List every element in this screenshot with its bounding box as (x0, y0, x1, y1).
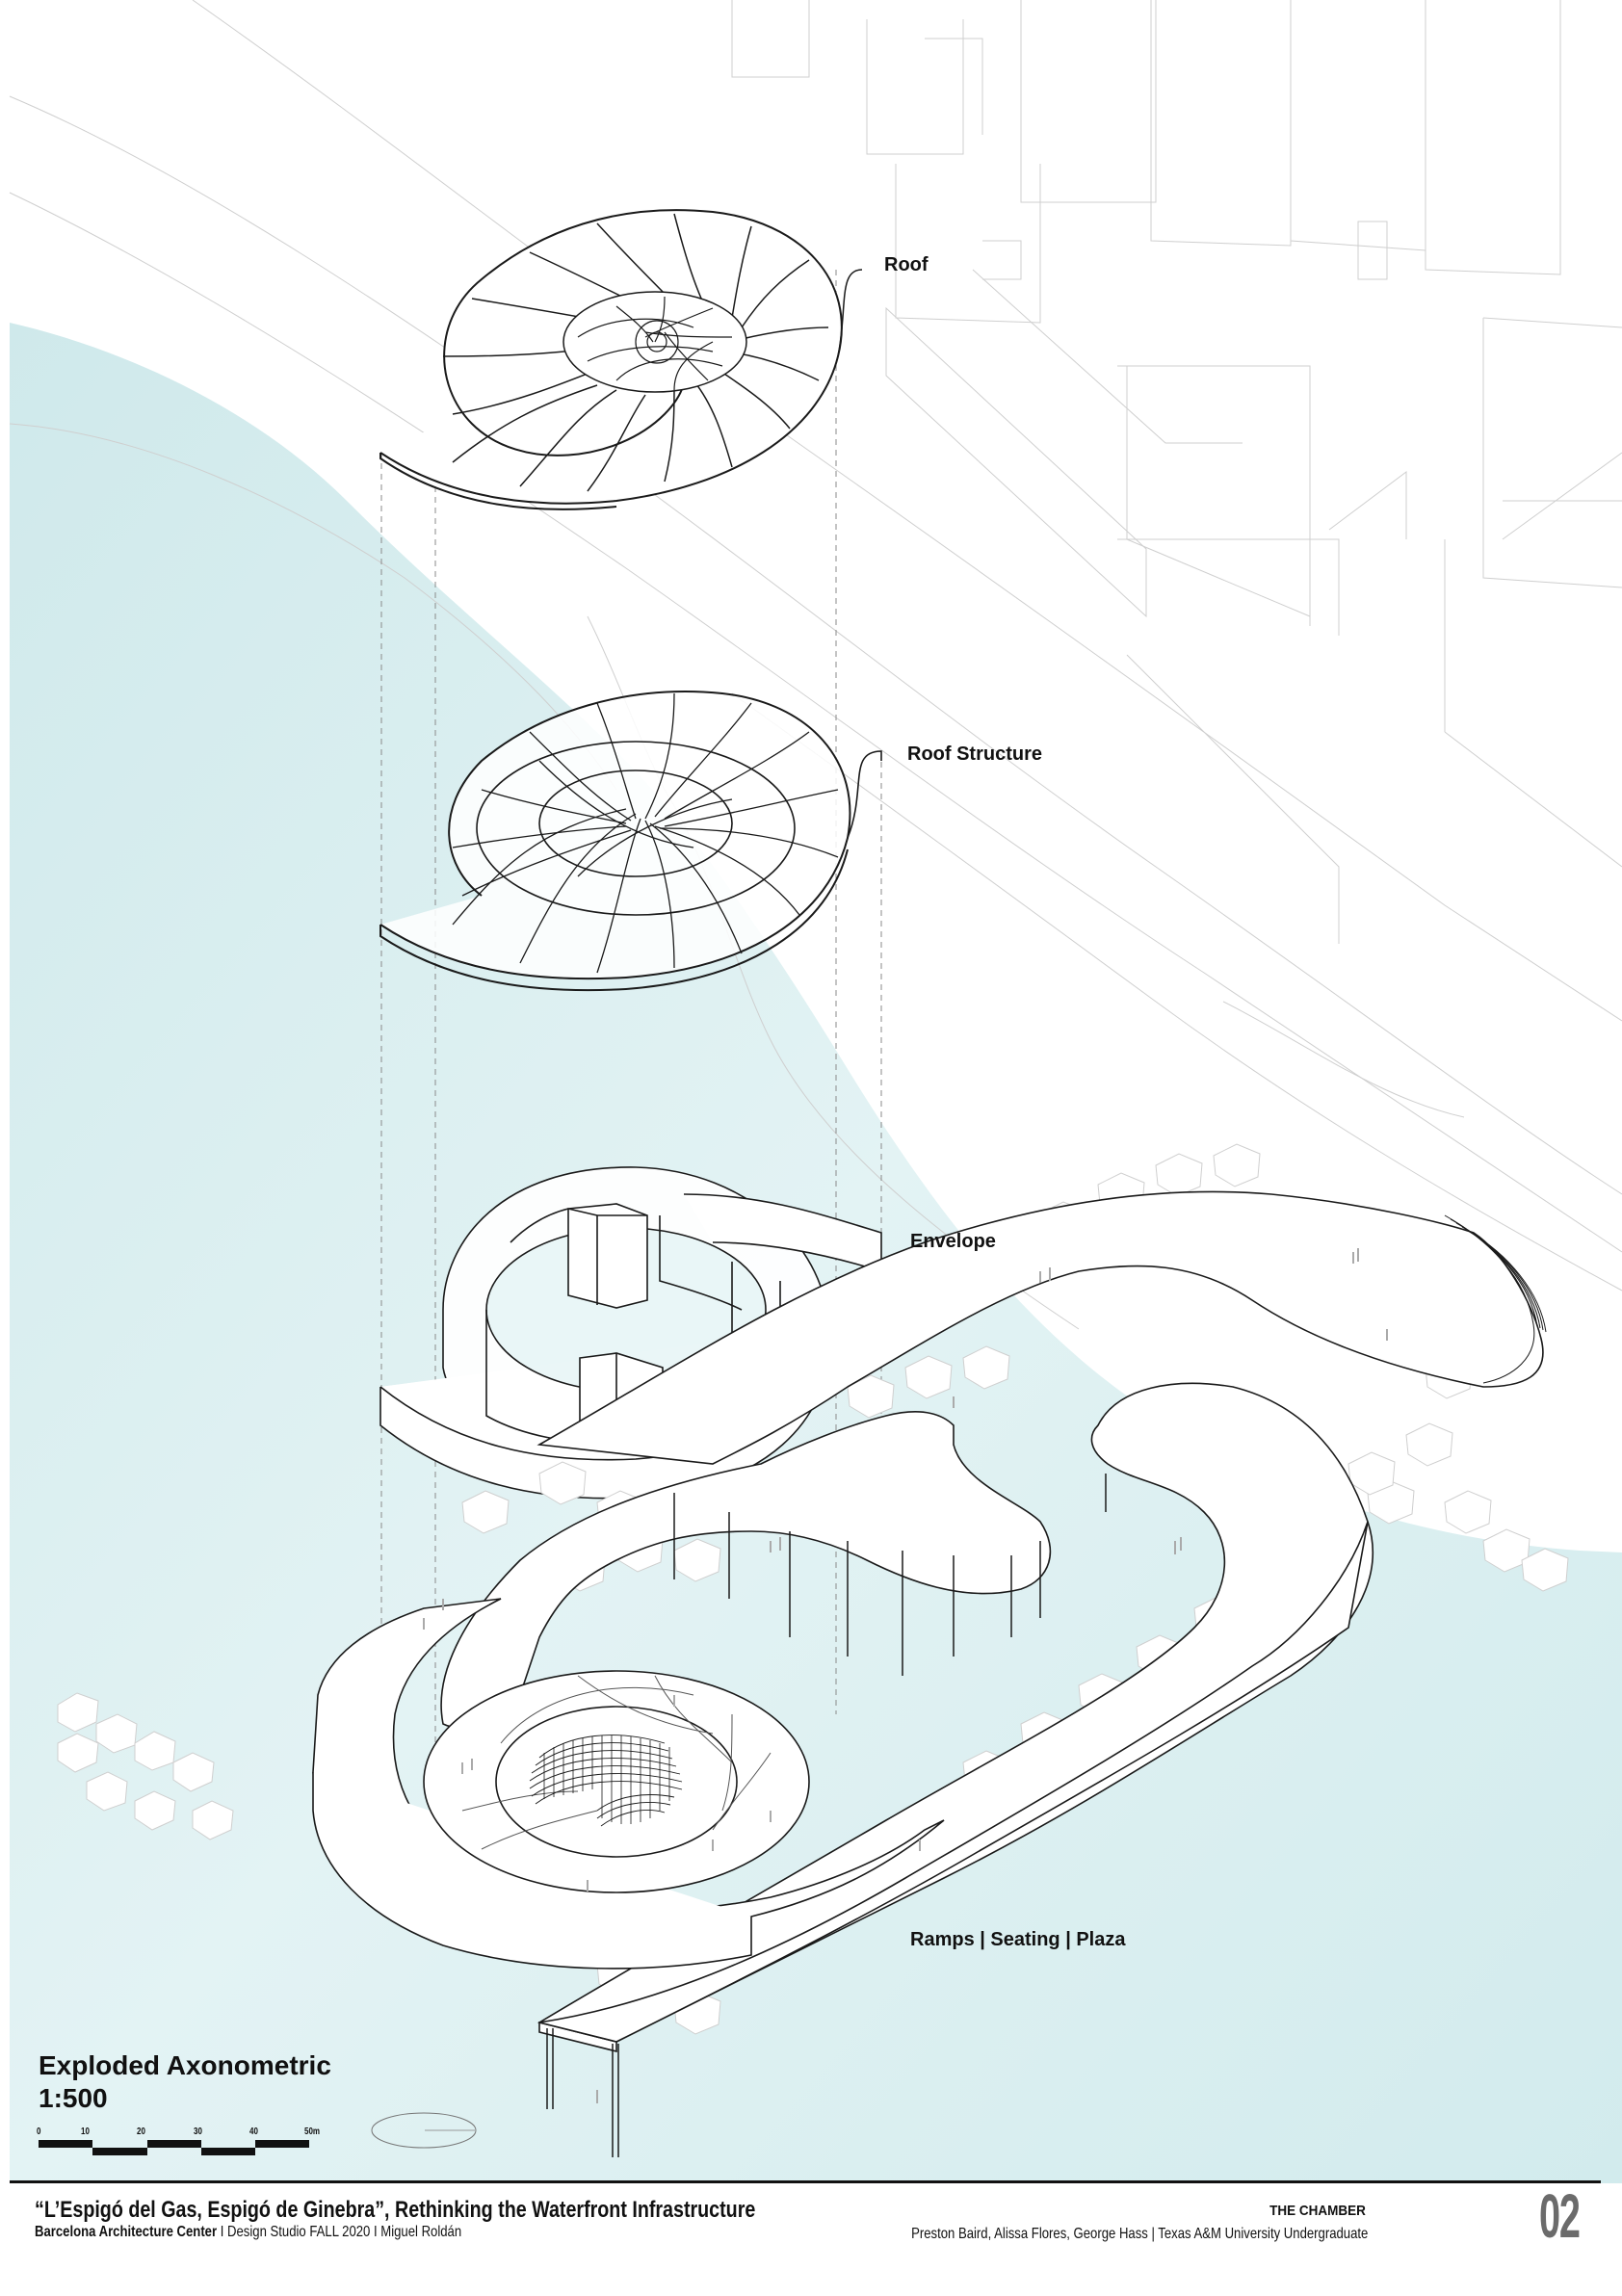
roof-drawing (379, 209, 863, 510)
scale-bar: 0 10 20 30 40 50m (37, 2126, 320, 2165)
layer-label-envelope: Envelope (910, 1231, 996, 1252)
project-title: “L’Espigó del Gas, Espigó de Ginebra”, R… (35, 2197, 756, 2223)
drawing-scale: 1:500 (39, 2083, 108, 2113)
context-linework (9, 0, 1622, 1330)
layer-label-roof: Roof (884, 254, 929, 275)
scale-tick-10: 10 (81, 2126, 90, 2137)
support-columns (546, 1474, 1107, 2157)
ramps-plaza-drawing (312, 1190, 1547, 2053)
sheet-number: 02 (1539, 2181, 1581, 2251)
scale-tick-20: 20 (137, 2126, 145, 2137)
course-info: Barcelona Architecture Center I Design S… (35, 2224, 461, 2241)
scale-tick-30: 30 (194, 2126, 202, 2137)
roof-structure-drawing (379, 691, 882, 992)
institution: Barcelona Architecture Center (35, 2224, 218, 2240)
footer-divider (10, 2180, 1601, 2183)
scale-tick-40: 40 (249, 2126, 258, 2137)
drawing-title-block: Exploded Axonometric 1:500 (39, 2049, 331, 2115)
authors: Preston Baird, Alissa Flores, George Has… (910, 2226, 1368, 2242)
drawing-canvas: Roof Roof Structure Envelope Ramps | Sea… (9, 0, 1622, 2186)
scale-tick-50: 50m (304, 2126, 321, 2137)
drawing-title: Exploded Axonometric (39, 2050, 331, 2080)
section-title: THE CHAMBER (1269, 2203, 1366, 2219)
layer-label-ramps-seating-plaza: Ramps | Seating | Plaza (910, 1929, 1126, 1950)
scale-figures (423, 1248, 1388, 2103)
course-details: I Design Studio FALL 2020 I Miguel Roldá… (217, 2224, 462, 2240)
ellipse-marker (371, 2112, 477, 2149)
scale-tick-0: 0 (37, 2126, 41, 2137)
layer-label-roof-structure: Roof Structure (907, 744, 1042, 765)
axonometric-drawing (9, 0, 1622, 2186)
sheet-footer: “L’Espigó del Gas, Espigó de Ginebra”, R… (0, 2183, 1622, 2296)
scale-bar-graphic (39, 2140, 309, 2155)
